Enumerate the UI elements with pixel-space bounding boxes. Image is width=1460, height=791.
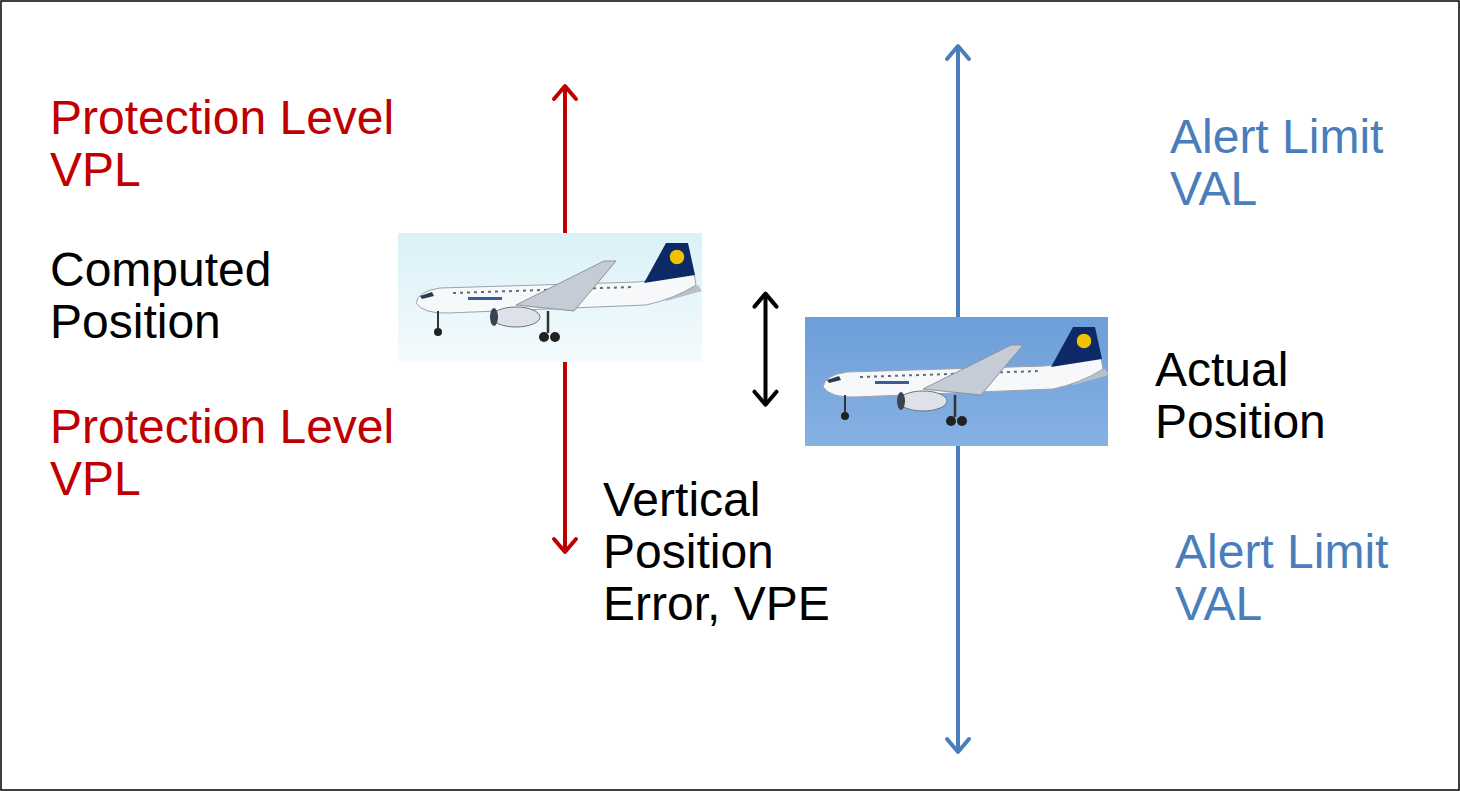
position-caption: Actual Position bbox=[1155, 344, 1415, 448]
alert-limit-label: Alert Limit VAL bbox=[1170, 111, 1430, 215]
alert-limit-label: Alert Limit VAL bbox=[1175, 526, 1435, 630]
actual-plane-picture bbox=[805, 317, 1109, 446]
error-label: Vertical Position Error, VPE bbox=[603, 474, 853, 630]
position-caption: Computed Position bbox=[50, 244, 350, 348]
position-error-arrow bbox=[764, 294, 768, 405]
actual-position-box: Actual Position bbox=[805, 317, 1108, 446]
protection-level-label: Protection Level VPL bbox=[50, 92, 420, 196]
computed-plane-picture bbox=[398, 233, 702, 362]
protection-level-label: Protection Level VPL bbox=[50, 401, 420, 505]
computed-position-box: Computed Position bbox=[398, 233, 702, 362]
